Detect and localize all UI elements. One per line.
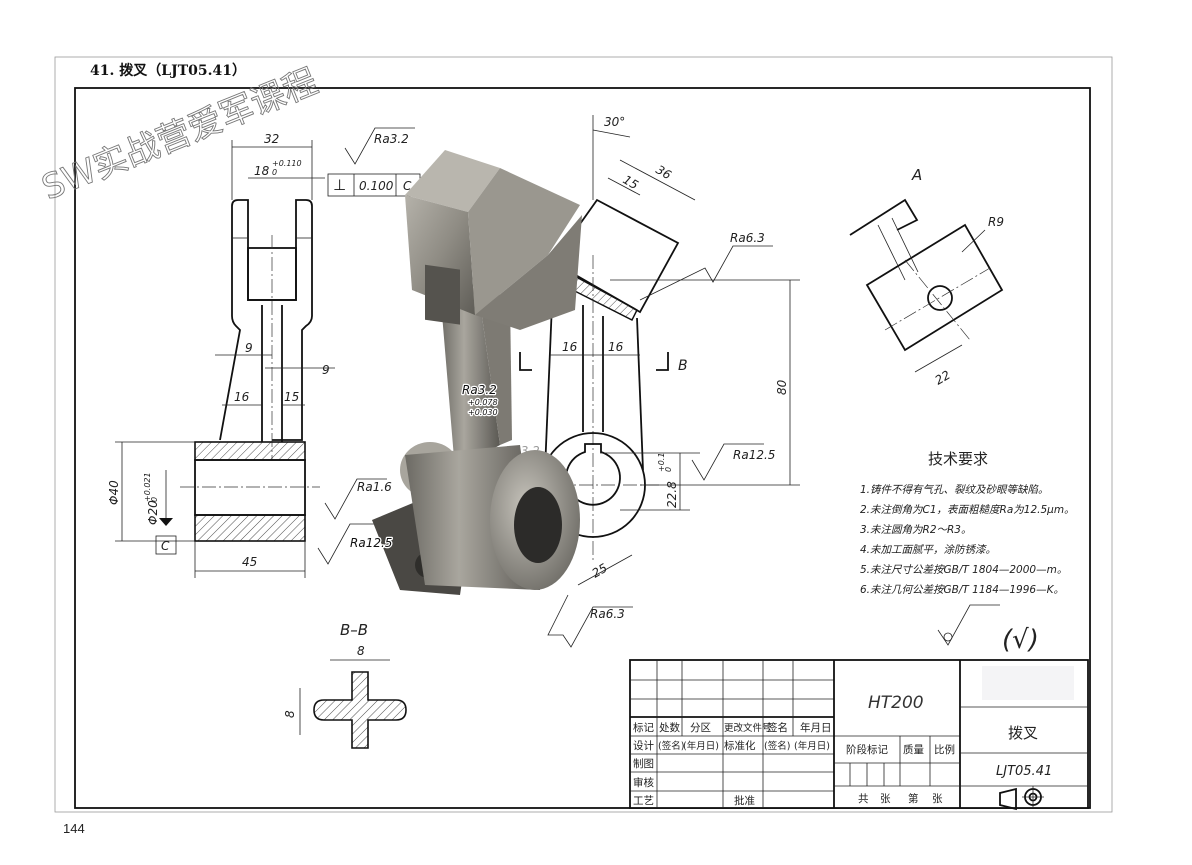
tb-material: HT200 xyxy=(868,693,924,713)
section-bb-height-8: 8 xyxy=(283,710,297,718)
dim-width-32: 32 xyxy=(264,132,279,146)
tech-item-2: 2.未注倒角为C1，表面粗糙度Ra为12.5μm。 xyxy=(860,504,1075,516)
drawing-frame xyxy=(74,87,1091,809)
section-bb-width-8: 8 xyxy=(357,644,365,658)
dim-16-right: 16 xyxy=(608,340,624,354)
tb-design-signature: (签名) xyxy=(658,740,684,752)
annotations-over-render: Ra12.5 +0.078 +0.030 Ra3.2 xyxy=(349,382,499,552)
tech-title: 技术要求 xyxy=(928,450,988,468)
tb-design: 设计 xyxy=(633,739,654,752)
dim-slot-18: 18 xyxy=(254,164,270,178)
view-a-label: A xyxy=(911,166,922,184)
roughness-ra12.5-left: Ra12.5 xyxy=(350,536,392,550)
page-number: 144 xyxy=(63,821,85,836)
tb-std-date: (年月日) xyxy=(794,740,830,752)
dim-36: 36 xyxy=(654,162,675,182)
tb-std-signature: (签名) xyxy=(764,740,790,752)
tb-label-date: 年月日 xyxy=(800,721,832,734)
roughness-ra12.5-main: Ra12.5 xyxy=(733,448,775,462)
title-block: 标记 处数 分区 更改文件号 签名 年月日 设计 (签名) (年月日) 标准化 … xyxy=(629,659,1089,811)
technical-requirements: 技术要求 1.铸件不得有气孔、裂纹及砂眼等缺陷。 2.未注倒角为C1，表面粗糙度… xyxy=(860,450,1075,655)
exercise-title: 41. 拨叉（LJT05.41） xyxy=(90,62,246,79)
datum-c-label: C xyxy=(161,539,170,553)
dim-diameter-20-upper-tol: +0.021 xyxy=(143,472,152,502)
part-3d-render xyxy=(372,150,582,595)
perpendicularity-frame: ⊥ 0.100 C xyxy=(327,173,421,197)
dim-25: 25 xyxy=(590,561,610,581)
view-a: A R9 22 xyxy=(849,166,1004,388)
tb-sheets-1: 张 xyxy=(880,793,891,805)
projection-symbol-icon xyxy=(999,786,1044,811)
tb-design-date: (年月日) xyxy=(683,740,719,752)
tb-stage-mark: 阶段标记 xyxy=(846,743,888,756)
tolerance-value: 0.100 xyxy=(359,179,394,193)
tb-drawing-no: LJT05.41 xyxy=(996,764,1052,779)
tb-total: 共 xyxy=(858,793,869,805)
dim-22.8-upper-tol: +0.1 xyxy=(657,453,666,472)
dim-length-45: 45 xyxy=(242,555,257,569)
roughness-ra3.2-hidden: Ra3.2 xyxy=(462,383,497,397)
perpendicularity-symbol: ⊥ xyxy=(333,176,346,194)
dim-diameter-40: Φ40 xyxy=(107,480,121,505)
dim-16-left: 16 xyxy=(234,390,250,404)
tech-item-6: 6.未注几何公差按GB/T 1184—1996—K。 xyxy=(860,584,1064,596)
dim-slot-18-lower-tol: 0 xyxy=(272,168,277,177)
left-view: 32 18 +0.110 0 ⊥ 0.100 C Ra3.2 9 9 16 15… xyxy=(107,127,421,578)
section-bb-label: B–B xyxy=(340,621,368,639)
tb-scale: 比例 xyxy=(934,743,955,756)
tol-lower-0.030: +0.030 xyxy=(468,408,498,417)
tb-label-mark: 标记 xyxy=(633,722,654,734)
tb-sheets-2: 张 xyxy=(932,793,943,805)
general-roughness-symbol: (√) xyxy=(1002,625,1039,655)
tb-approved: 批准 xyxy=(734,794,755,807)
dim-diameter-20-lower-tol: 0 xyxy=(150,497,159,502)
tb-sheet-no: 第 xyxy=(908,792,919,805)
tb-checked: 审核 xyxy=(633,776,654,789)
dim-9-left: 9 xyxy=(245,341,253,355)
roughness-general-icon xyxy=(937,604,1000,646)
tb-drawn: 制图 xyxy=(633,757,654,770)
dim-22.8-lower-tol: 0 xyxy=(664,467,673,472)
dim-diameter-20: Φ20 xyxy=(146,500,160,525)
tb-label-count: 处数 xyxy=(659,721,680,734)
roughness-ra6.3-top: Ra6.3 xyxy=(730,231,765,245)
dim-slot-18-upper-tol: +0.110 xyxy=(272,159,302,168)
tb-label-zone: 分区 xyxy=(690,722,711,734)
tb-process: 工艺 xyxy=(633,795,654,807)
tb-label-change-doc: 更改文件号 xyxy=(724,722,772,734)
dim-angle-30: 30° xyxy=(604,115,625,129)
roughness-ra3.2-top: Ra3.2 xyxy=(374,132,409,146)
watermark: SW实战营爱军课程 xyxy=(36,61,323,208)
dim-keyway-22.8: 22.8 xyxy=(665,481,679,508)
dim-16-left: 16 xyxy=(562,340,578,354)
dim-80: 80 xyxy=(775,379,789,395)
tb-mass: 质量 xyxy=(903,744,924,756)
section-b-b: B–B 8 8 xyxy=(283,621,407,749)
tb-standardization: 标准化 xyxy=(724,739,756,752)
dim-9-right: 9 xyxy=(322,363,330,377)
page-outer-border xyxy=(54,56,1113,813)
tech-item-1: 1.铸件不得有气孔、裂纹及砂眼等缺陷。 xyxy=(860,484,1049,496)
tb-part-name: 拨叉 xyxy=(1008,724,1038,742)
tech-item-5: 5.未注尺寸公差按GB/T 1804—2000—m。 xyxy=(860,564,1067,576)
dim-15-right: 15 xyxy=(284,390,299,404)
roughness-ra1.6: Ra1.6 xyxy=(357,480,392,494)
view-a-radius-r9: R9 xyxy=(988,215,1004,229)
tech-item-4: 4.未加工面腻平，涂防锈漆。 xyxy=(860,544,996,556)
tech-item-3: 3.未注圆角为R2～R3。 xyxy=(860,524,971,536)
roughness-ra6.3-bottom: Ra6.3 xyxy=(590,607,625,621)
view-a-dim-22: 22 xyxy=(933,368,953,388)
tb-label-signature: 签名 xyxy=(767,721,788,734)
dim-15: 15 xyxy=(621,172,641,192)
section-mark-b-right: B xyxy=(678,358,688,374)
tol-upper-0.078: +0.078 xyxy=(468,398,498,407)
tolerance-datum: C xyxy=(403,179,412,193)
